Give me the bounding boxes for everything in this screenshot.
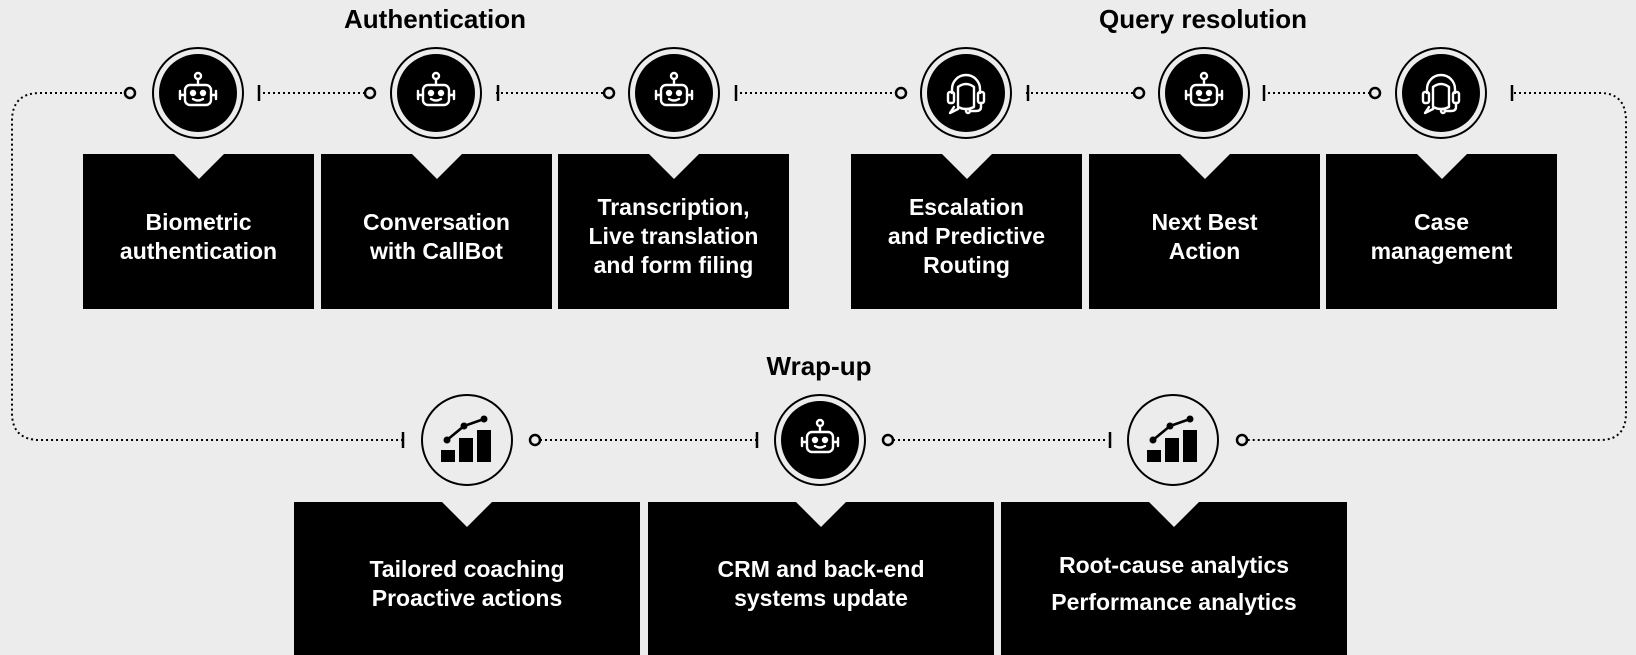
step-label-line: Escalation — [908, 194, 1025, 220]
step-label-line: with CallBot — [370, 237, 503, 264]
top-step-card-3: Transcription, Live translation and form f… — [558, 154, 789, 309]
robot-icon — [635, 54, 713, 132]
connector-endpoint — [894, 86, 908, 100]
step-label-line: systems update — [734, 584, 908, 611]
bottom-step-node-3 — [1127, 394, 1219, 486]
top-step-node-4 — [920, 47, 1012, 139]
connector-endpoint — [1132, 86, 1146, 100]
analytics-chart-icon — [1134, 401, 1212, 479]
step-label-line: Routing — [923, 252, 1010, 278]
section-title-query-resolution: Query resolution — [1098, 4, 1308, 34]
step-label-line: Case — [1414, 208, 1469, 235]
headset-agent-icon — [927, 54, 1005, 132]
connector-endpoint — [602, 86, 616, 100]
headset-agent-icon — [1402, 54, 1480, 132]
top-step-node-5 — [1158, 47, 1250, 139]
analytics-chart-icon — [428, 401, 506, 479]
step-label-line: Proactive actions — [371, 584, 563, 611]
robot-icon — [781, 401, 859, 479]
step-label-line: Tailored coaching — [369, 555, 565, 582]
step-label-line: Performance analytics — [1051, 588, 1297, 615]
step-label-line: Biometric — [145, 208, 252, 235]
bottom-step-node-2 — [774, 394, 866, 486]
step-label-line: and form filing — [593, 252, 754, 278]
step-label-line: Next Best — [1151, 208, 1258, 235]
top-step-node-3 — [628, 47, 720, 139]
step-label-line: Transcription, — [597, 194, 750, 220]
robot-icon — [159, 54, 237, 132]
top-step-node-2 — [390, 47, 482, 139]
loop-connector-right — [1248, 92, 1627, 441]
step-label-line: and Predictive — [887, 223, 1046, 249]
top-step-node-6 — [1395, 47, 1487, 139]
section-title-wrap-up: Wrap-up — [766, 351, 872, 381]
step-label-line: authentication — [119, 237, 278, 264]
step-label-line: Root-cause analytics — [1058, 551, 1290, 578]
connector-endpoint — [1368, 86, 1382, 100]
step-label-line: management — [1370, 237, 1513, 264]
connector-endpoint — [123, 86, 137, 100]
section-title-authentication: Authentication — [344, 4, 526, 34]
robot-icon — [1165, 54, 1243, 132]
connector-endpoint — [881, 433, 895, 447]
connector-endpoint — [363, 86, 377, 100]
connector-endpoint — [1235, 433, 1249, 447]
step-label-line: CRM and back-end — [717, 555, 925, 582]
step-label-line: Live translation — [588, 223, 759, 249]
top-step-node-1 — [152, 47, 244, 139]
connector-endpoint — [528, 433, 542, 447]
robot-icon — [397, 54, 475, 132]
step-label-line: Action — [1168, 237, 1241, 264]
bottom-step-node-1 — [421, 394, 513, 486]
step-label-line: Conversation — [363, 208, 510, 235]
